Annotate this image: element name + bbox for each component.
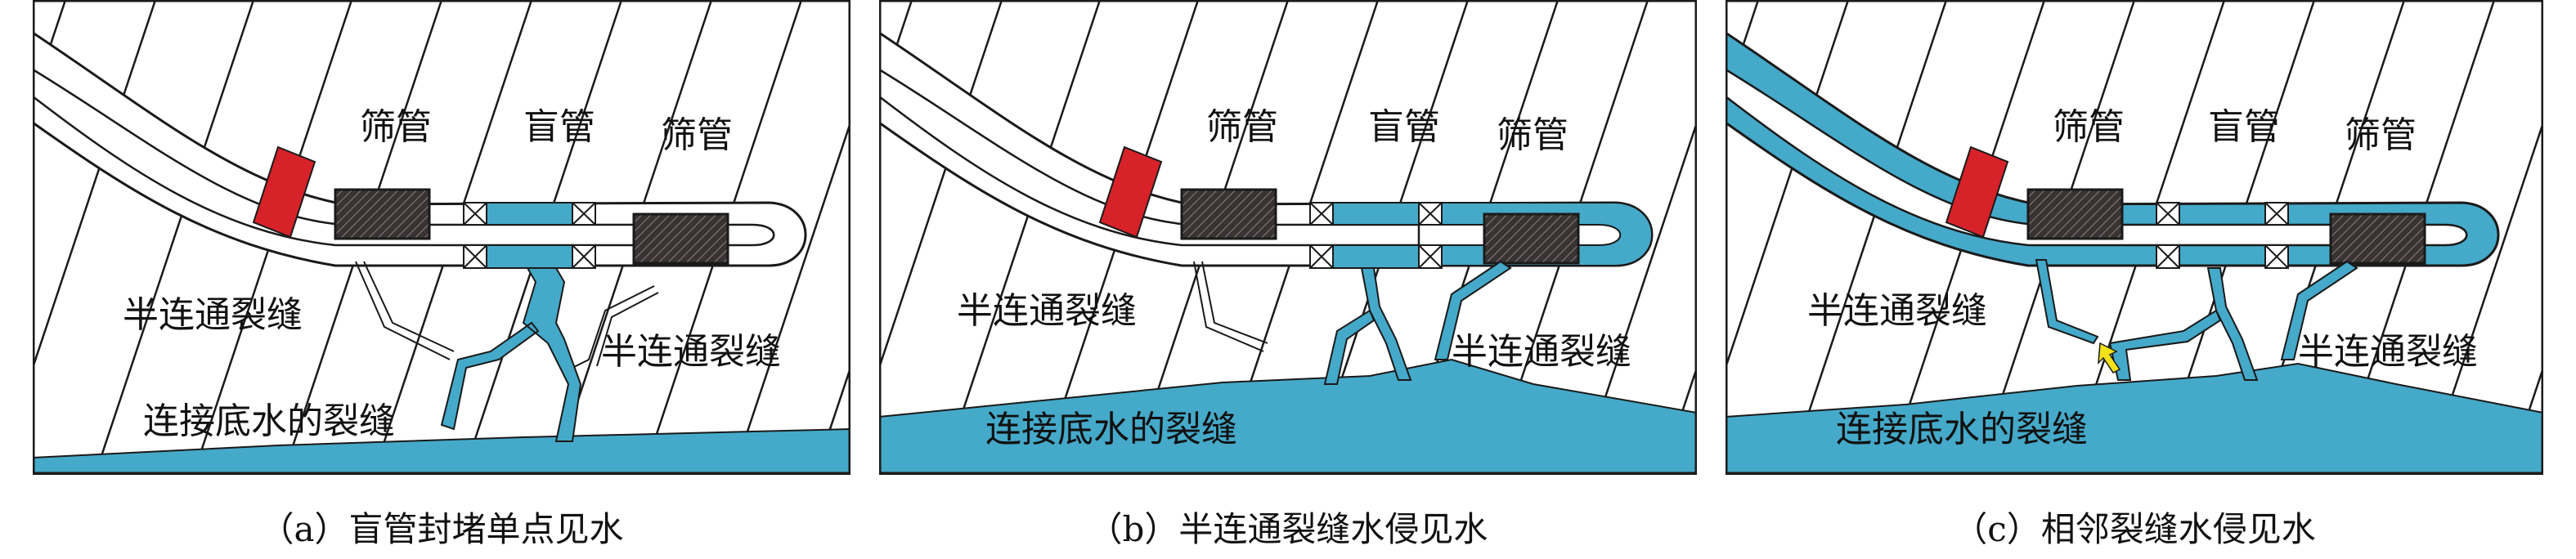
bottom-water bbox=[33, 427, 850, 475]
label-bottom-water-fracture: 连接底水的裂缝 bbox=[1836, 409, 2088, 450]
screen-packer-left bbox=[334, 188, 431, 240]
semi-fracture-right-water bbox=[1434, 260, 1512, 360]
panel-b: 筛管 盲管 筛管 半连通裂缝 半连通裂缝 连接底水的裂缝 bbox=[879, 0, 1697, 490]
rock-fractures bbox=[33, 0, 850, 467]
caption-b: （b）半连通裂缝水侵见水 bbox=[1088, 509, 1488, 549]
packer-crosses bbox=[1309, 202, 1443, 269]
seal-plug bbox=[252, 145, 316, 239]
label-bottom-water-fracture: 连接底水的裂缝 bbox=[985, 409, 1237, 450]
panel-c: 筛管 盲管 筛管 半连通裂缝 半连通裂缝 连接底水的裂缝 bbox=[1726, 0, 2543, 490]
label-screen-right: 筛管 bbox=[1497, 114, 1568, 156]
bottom-water-fracture-left bbox=[1323, 267, 1412, 385]
label-semi-fracture-right: 半连通裂缝 bbox=[1452, 331, 1631, 373]
blank-pipe-water-bottom bbox=[1332, 244, 1420, 269]
semi-fracture-left bbox=[1193, 261, 1268, 352]
label-screen-right: 筛管 bbox=[2345, 114, 2417, 156]
label-bottom-water-fracture: 连接底水的裂缝 bbox=[143, 400, 395, 442]
tubing bbox=[33, 68, 775, 247]
tubing bbox=[1726, 68, 2468, 247]
panel-c-frame bbox=[1726, 0, 2543, 475]
label-semi-fracture-left: 半连通裂缝 bbox=[123, 294, 303, 336]
panel-b-frame bbox=[879, 0, 1697, 475]
label-blank-pipe: 盲管 bbox=[2208, 106, 2280, 148]
screen-packer-right bbox=[1483, 212, 1580, 265]
panel-a-frame bbox=[33, 0, 850, 475]
semi-fracture-right-water bbox=[2280, 260, 2358, 360]
label-screen-left: 筛管 bbox=[360, 106, 432, 148]
packer-crosses bbox=[2156, 202, 2289, 269]
bottom-water-fracture bbox=[440, 267, 582, 442]
well-water-toe bbox=[1418, 202, 1653, 266]
panel-c-diagram: 筛管 盲管 筛管 半连通裂缝 半连通裂缝 连接底水的裂缝 bbox=[1726, 0, 2543, 475]
blank-pipe-water-top bbox=[486, 202, 573, 226]
bottom-water-fracture bbox=[2108, 267, 2259, 381]
panel-a: 筛管 盲管 筛管 半连通裂缝 半连通裂缝 连接底水的裂缝 bbox=[33, 0, 850, 490]
semi-fracture-left-water bbox=[2035, 259, 2099, 345]
blank-pipe-water-top bbox=[1332, 202, 1420, 226]
screen-packer-right bbox=[632, 212, 729, 265]
label-semi-fracture-left: 半连通裂缝 bbox=[957, 290, 1137, 332]
seal-plug bbox=[1945, 145, 2009, 239]
label-blank-pipe: 盲管 bbox=[1368, 106, 1440, 148]
seal-plug bbox=[1098, 145, 1163, 239]
screen-packer-left bbox=[2026, 188, 2124, 240]
label-screen-left: 筛管 bbox=[1206, 106, 1278, 148]
panel-b-diagram: 筛管 盲管 筛管 半连通裂缝 半连通裂缝 连接底水的裂缝 bbox=[879, 0, 1697, 475]
label-semi-fracture-right: 半连通裂缝 bbox=[601, 331, 781, 373]
panel-a-diagram: 筛管 盲管 筛管 半连通裂缝 半连通裂缝 连接底水的裂缝 bbox=[33, 0, 850, 475]
screen-packer-left bbox=[1180, 188, 1277, 240]
label-semi-fracture-right: 半连通裂缝 bbox=[2298, 331, 2478, 373]
label-blank-pipe: 盲管 bbox=[523, 106, 595, 148]
caption-c: （c）相邻裂缝水侵见水 bbox=[1953, 509, 2316, 549]
semi-fracture-right bbox=[563, 285, 659, 373]
caption-a: （a）盲管封堵单点见水 bbox=[259, 509, 624, 549]
blank-pipe-water-bottom bbox=[486, 244, 573, 269]
label-screen-right: 筛管 bbox=[661, 114, 733, 156]
flow-arrow-icon bbox=[2098, 342, 2121, 373]
label-semi-fracture-left: 半连通裂缝 bbox=[1807, 290, 1987, 332]
screen-packer-right bbox=[2329, 212, 2426, 265]
packer-crosses bbox=[463, 202, 596, 269]
label-screen-left: 筛管 bbox=[2053, 106, 2125, 148]
semi-fracture-left bbox=[355, 261, 455, 360]
